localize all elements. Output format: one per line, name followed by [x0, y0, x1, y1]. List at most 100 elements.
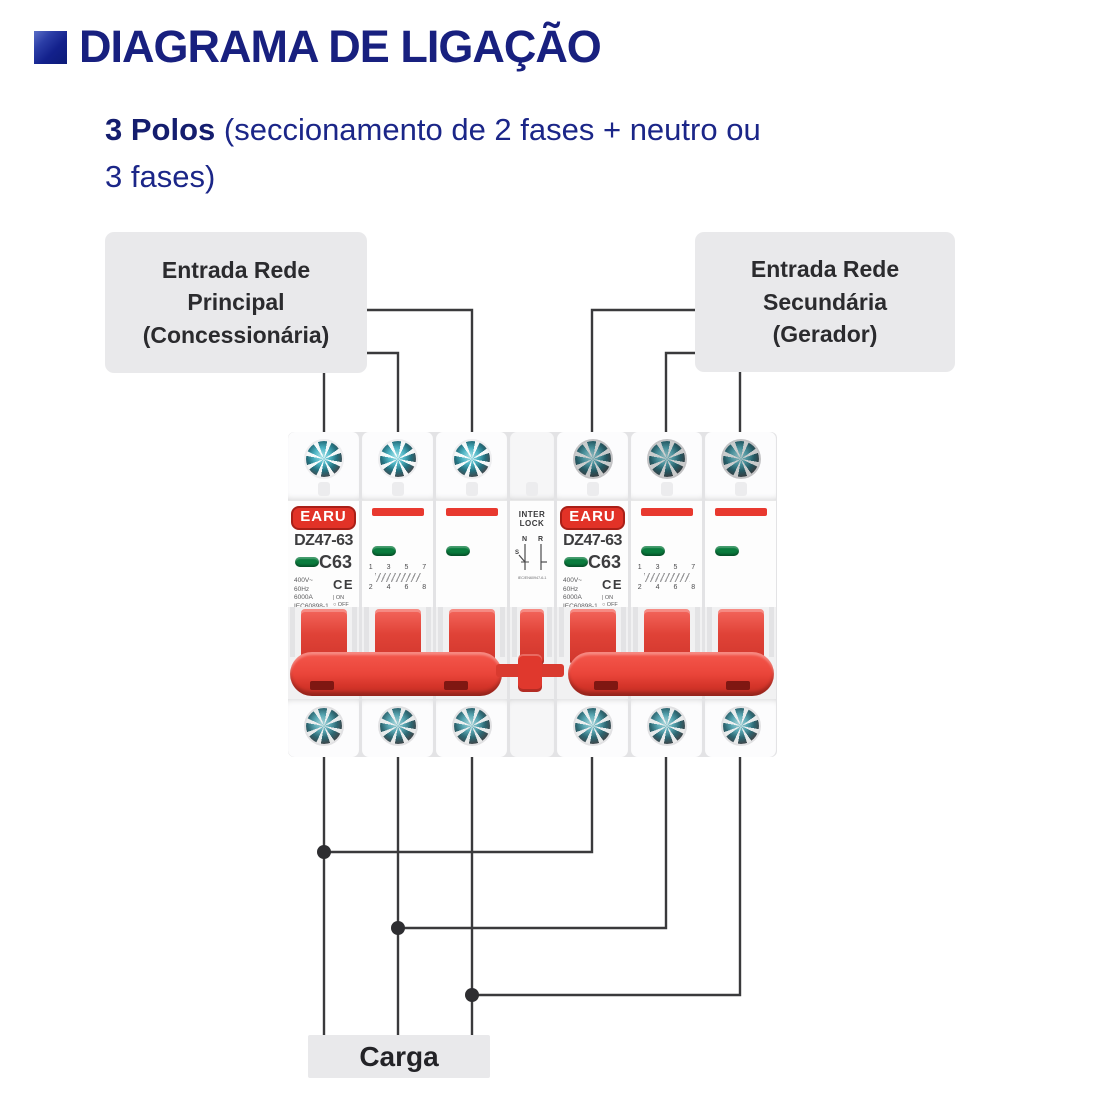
terminal-screw-icon [574, 708, 611, 744]
label-main-line3: (Concessionária) [142, 321, 330, 348]
handle-slot-3 [436, 607, 507, 665]
bar-slot [444, 681, 468, 690]
terminal-bottom-2 [362, 699, 433, 757]
terminal-top-3 [436, 432, 507, 500]
pole1-faceplate: EARU DZ47-63 C63 400V~ 60Hz 6000A IEC608… [288, 500, 359, 607]
interlock-lever-slot [510, 607, 554, 665]
interlocked-breaker-device: EARU DZ47-63 C63 400V~ 60Hz 6000A IEC608… [288, 432, 777, 757]
on-off-marks: | ON ○ OFF [602, 595, 623, 607]
load-label: Carga [359, 1040, 439, 1072]
pole5-faceplate: 1 3 5 7 2 4 6 8 [631, 500, 702, 607]
off-label: OFF [337, 602, 349, 607]
red-accent-bar [714, 508, 767, 516]
interlock-link-stub [496, 664, 522, 677]
terminal-top-4 [557, 432, 628, 500]
on-symbol: | [332, 594, 335, 601]
handle-slot-1 [288, 607, 359, 665]
on-label: ON [604, 594, 614, 601]
terminal-screw-icon [453, 441, 490, 477]
model-label: DZ47-63 [294, 531, 353, 549]
breaker-pole-3 [436, 432, 507, 757]
interlock-center-link [518, 654, 542, 692]
spec-standard: IEC60898-1 [294, 603, 329, 607]
pole-numbers-bottom: 2 4 6 8 [637, 584, 702, 591]
breaker-pole-1: EARU DZ47-63 C63 400V~ 60Hz 6000A IEC608… [288, 432, 359, 757]
status-indicator-green [715, 546, 739, 556]
terminal-top-6 [705, 432, 776, 500]
terminal-screw-icon [648, 441, 685, 477]
wire-secondary-pole5 [664, 351, 695, 438]
status-indicator-green [372, 546, 396, 556]
interlock-bar-right [568, 652, 774, 696]
pole-circuit-diagram: 1 3 5 7 2 4 6 8 [362, 564, 433, 591]
breaker-pole-6 [705, 432, 776, 757]
status-indicator-green [641, 546, 665, 556]
label-load: Carga [308, 1035, 490, 1078]
interlock-s-label: S [515, 550, 519, 556]
bar-slot [310, 681, 334, 690]
label-main-line1: Entrada Rede [161, 256, 311, 283]
label-secondary-line2: Secundária [763, 288, 887, 315]
subtitle: 3 Polos (seccionamento de 2 fases + neut… [105, 106, 935, 200]
spec-frequency: 60Hz [563, 585, 579, 593]
terminal-screw-icon [453, 708, 490, 744]
interlock-bar-left [290, 652, 502, 696]
wire-pole6-to-load3 [472, 752, 742, 997]
spec-breaking: 6000A [563, 594, 582, 602]
terminal-bottom-1 [288, 699, 359, 757]
breaker-pole-2: 1 3 5 7 2 4 6 8 [362, 432, 433, 757]
pole-numbers-bottom: 2 4 6 8 [368, 584, 433, 591]
page-header: DIAGRAMA DE LIGAÇÃO [34, 22, 602, 72]
terminal-screw-icon [574, 441, 611, 477]
on-off-marks: | ON ○ OFF [333, 595, 354, 607]
subtitle-line2: 3 fases) [105, 159, 216, 195]
ce-mark: CE [601, 576, 623, 592]
spec-voltage: 400V~ [563, 576, 582, 584]
off-label: OFF [606, 602, 618, 607]
red-accent-bar [640, 508, 693, 516]
junction-dot-3 [465, 988, 479, 1002]
status-indicator-green [564, 557, 588, 568]
brand-logo: EARU [560, 506, 625, 530]
rating-label: C63 [318, 551, 352, 572]
terminal-bottom-3 [436, 699, 507, 757]
on-symbol: | [601, 594, 604, 601]
terminal-screw-icon [722, 441, 759, 477]
interlock-schematic: N R S [515, 536, 547, 571]
label-secondary-line3: (Gerador) [772, 321, 878, 348]
wire-pole5-to-load2 [398, 752, 668, 930]
terminal-screw-icon [648, 708, 685, 744]
wire-pole4-to-load1 [324, 752, 594, 854]
red-accent-bar [371, 508, 424, 516]
terminal-bottom-4 [557, 699, 628, 757]
bar-slot [594, 681, 618, 690]
terminal-top-5 [631, 432, 702, 500]
coil-symbol [374, 573, 421, 582]
interlock-label-line2: LOCK [519, 519, 545, 529]
pole-numbers-top: 1 3 5 7 [637, 564, 702, 571]
terminal-screw-icon [305, 708, 342, 744]
pole-numbers-top: 1 3 5 7 [368, 564, 433, 571]
handle-slot-2 [362, 607, 433, 665]
label-secondary-line1: Entrada Rede [750, 256, 900, 283]
junction-dot-2 [391, 921, 405, 935]
interlock-label-line1: INTER [518, 510, 546, 519]
terminal-top-2 [362, 432, 433, 500]
status-indicator-green [295, 557, 319, 568]
model-label: DZ47-63 [563, 531, 622, 549]
wire-secondary-pole4 [590, 308, 695, 438]
terminal-top-1 [288, 432, 359, 500]
wire-main-pole3 [367, 308, 474, 438]
terminal-screw-icon [379, 708, 416, 744]
subtitle-bold: 3 Polos [105, 112, 216, 147]
off-symbol: ○ [332, 602, 337, 607]
breaker-pole-5: 1 3 5 7 2 4 6 8 [631, 432, 702, 757]
spec-breaking: 6000A [294, 594, 313, 602]
interlock-n-label: N [522, 536, 527, 543]
rating-label: C63 [587, 551, 621, 572]
status-indicator-green [446, 546, 470, 556]
ce-mark: CE [332, 576, 354, 592]
terminal-bottom-6 [705, 699, 776, 757]
terminal-bottom-5 [631, 699, 702, 757]
handle-slot-4 [557, 607, 628, 665]
